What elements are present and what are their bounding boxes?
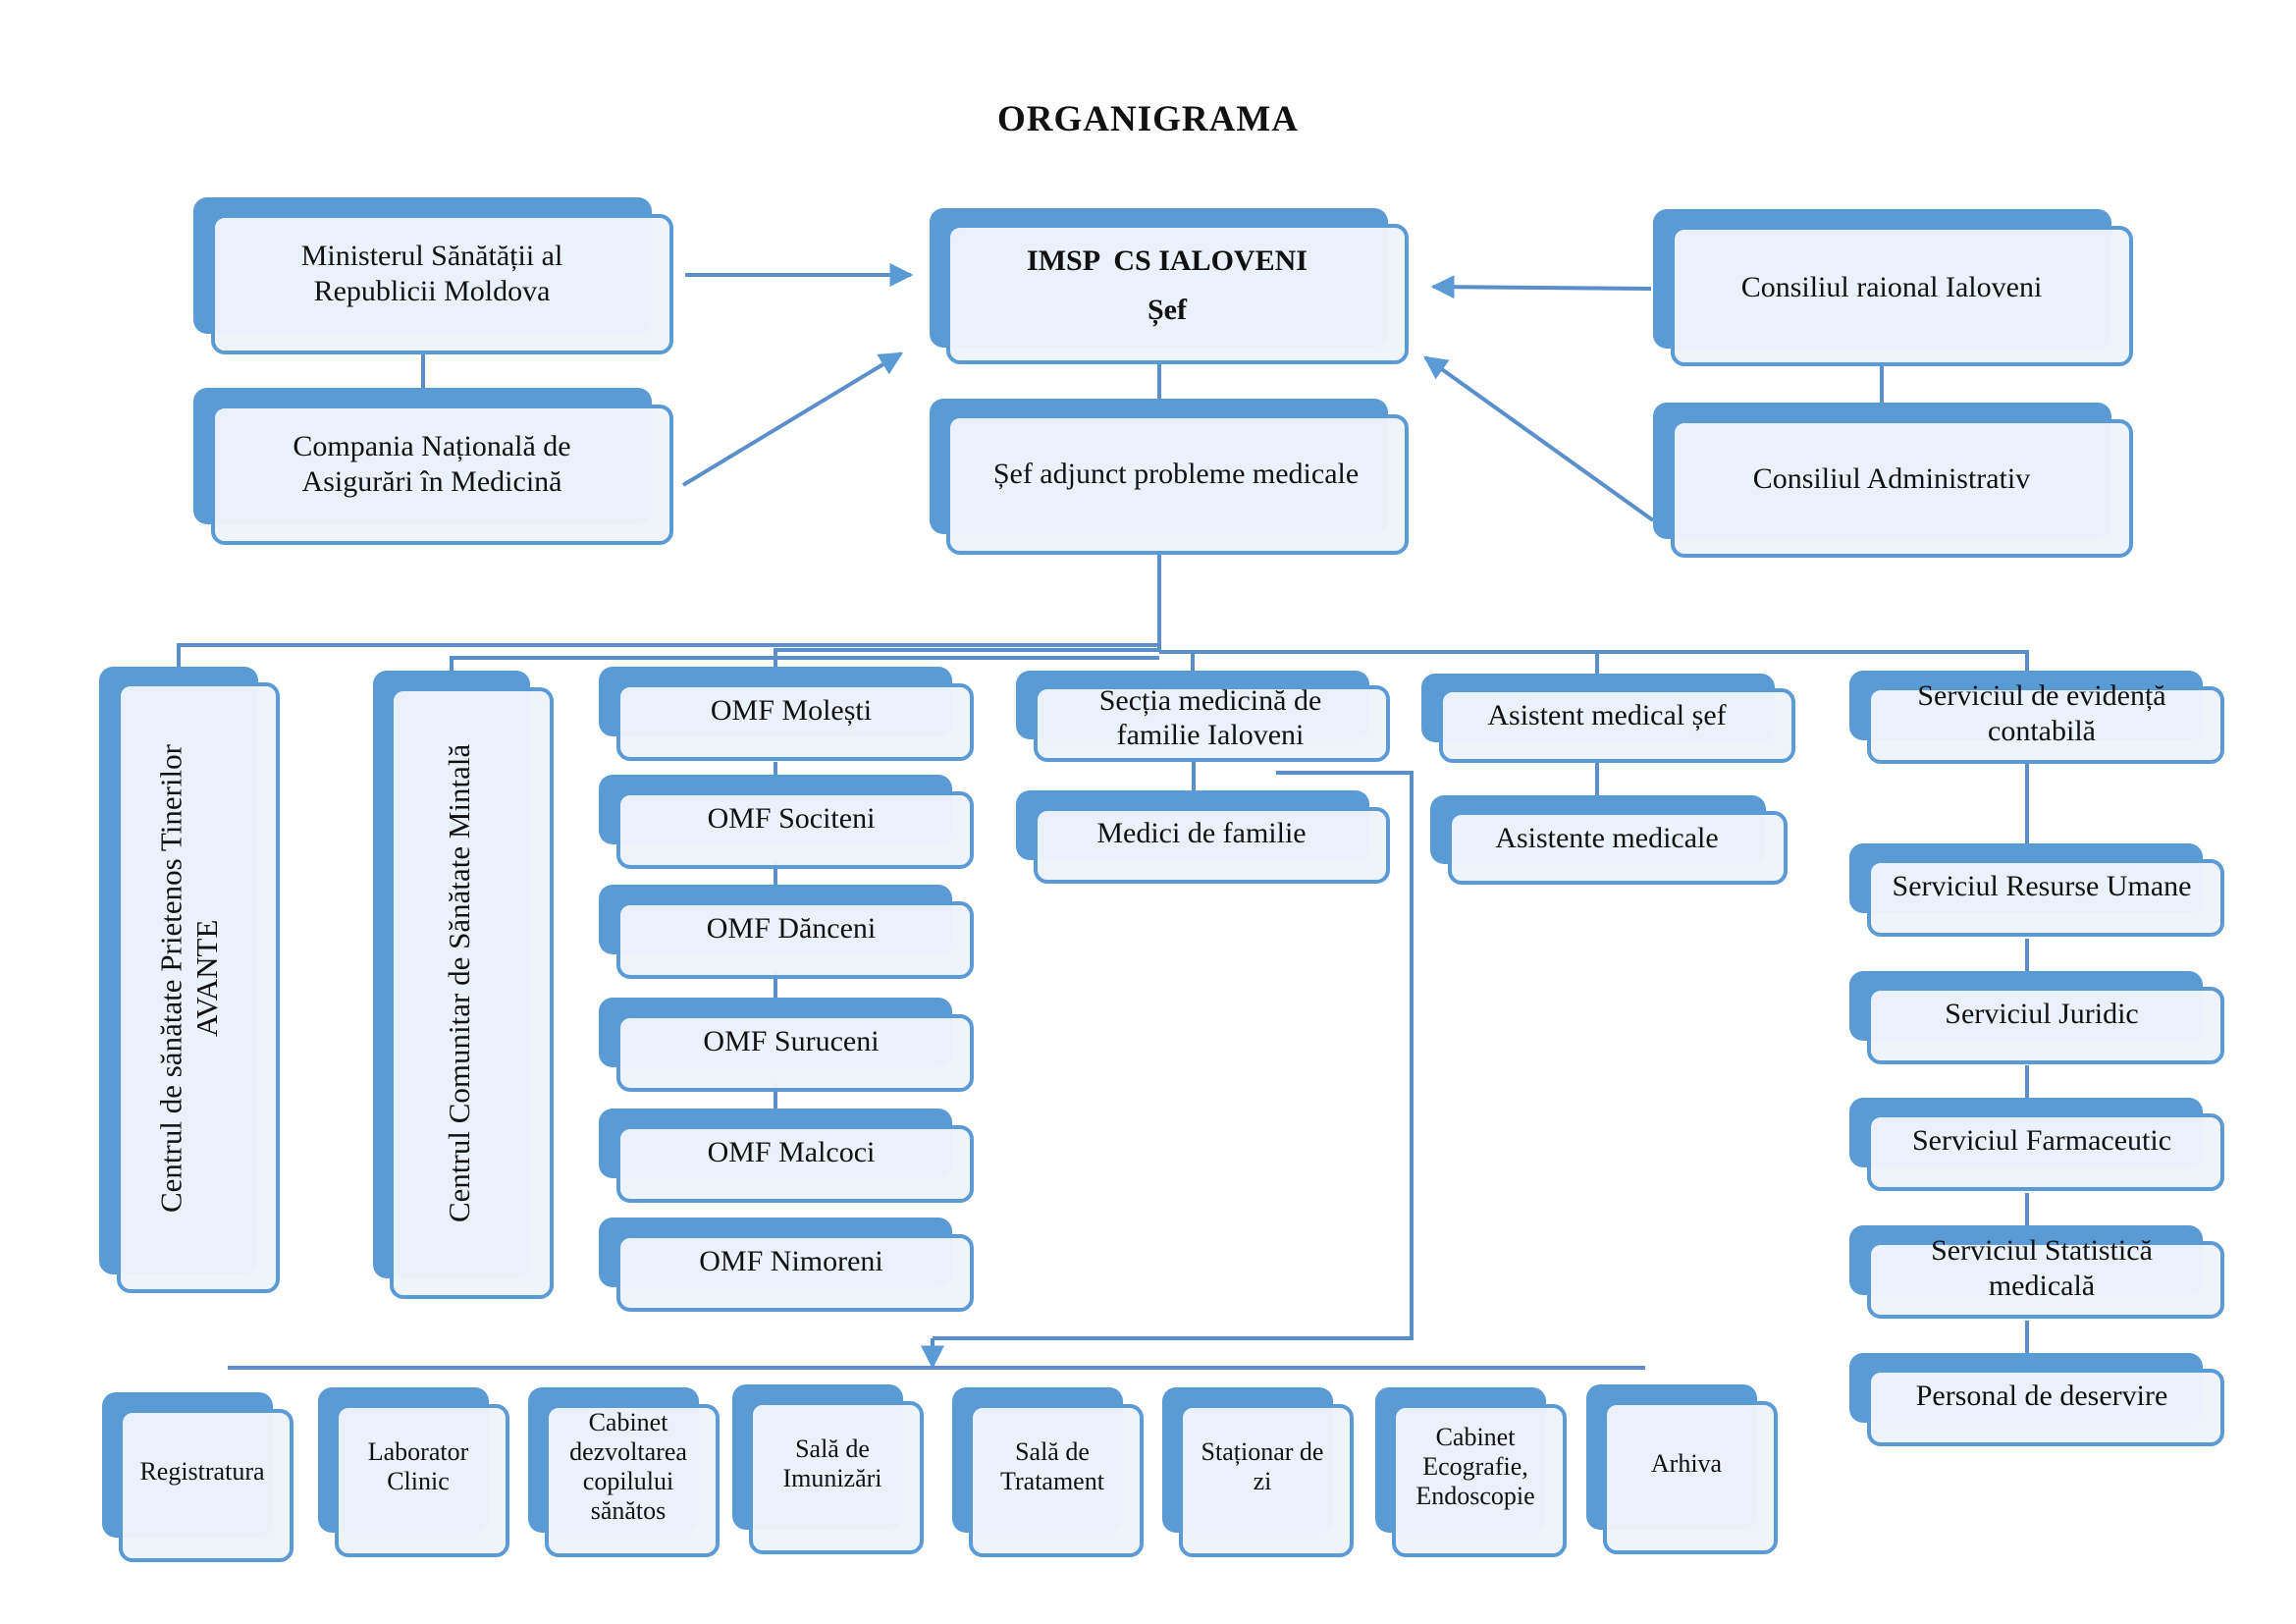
box-unit-sala-de-imunizari-label: Sală de Imunizări <box>782 1435 882 1492</box>
box-serviciul-de-evidenta-contabila-label: Serviciul de evidență contabilă <box>1917 679 2166 747</box>
box-medici: Medici de familie <box>1016 790 1390 884</box>
box-omf-nimoreni-label: OMF Nimoreni <box>699 1244 883 1277</box>
box-compania: Compania Națională de Asigurări în Medic… <box>193 388 673 545</box>
arrow-consiliul-raional-to-imsp <box>1430 275 1652 299</box>
imsp-title: IMSP CS IALOVENI <box>1027 244 1308 278</box>
asistent-sef-label: Asistent medical șef <box>1487 699 1727 732</box>
box-omf-suruceni: OMF Suruceni <box>599 998 974 1092</box>
box-unit-sala-de-tratament-label: Sală de Tratament <box>1000 1437 1104 1495</box>
line-sectia-to-units <box>933 771 1414 1340</box>
centru-mintala-label: Centrul Comunitar de Sănătate Mintală <box>442 743 477 1222</box>
box-personal-de-deservire-label: Personal de deservire <box>1915 1379 2168 1412</box>
box-omf-molesti-label: OMF Molești <box>710 693 873 727</box>
box-consiliul-raional: Consiliul raional Ialoveni <box>1653 209 2133 366</box>
box-sef-adjunct: Șef adjunct probleme medicale <box>930 399 1409 555</box>
box-unit-laborator-clinic: Laborator Clinic <box>318 1387 509 1557</box>
box-omf-danceni: OMF Dănceni <box>599 885 974 979</box>
box-omf-suruceni-label: OMF Suruceni <box>703 1024 880 1057</box>
box-omf-malcoci: OMF Malcoci <box>599 1109 974 1203</box>
bus-left-2 <box>450 656 1159 671</box>
arrow-compania-to-imsp <box>681 352 904 487</box>
page-title: ORGANIGRAMA <box>997 99 1299 139</box>
box-unit-stationar-de-zi: Staționar de zi <box>1162 1387 1354 1557</box>
bus-left-1 <box>177 643 1159 667</box>
box-omf-malcoci-label: OMF Malcoci <box>707 1135 876 1168</box>
box-serviciul-farmaceutic: Serviciul Farmaceutic <box>1849 1098 2224 1191</box>
box-imsp-sef: IMSP CS IALOVENI Șef <box>930 208 1409 364</box>
bus-omf <box>774 648 1159 667</box>
box-unit-registratura: Registratura <box>102 1392 294 1562</box>
box-unit-laborator-clinic-label: Laborator Clinic <box>367 1437 469 1495</box>
box-serviciul-resurse-umane-label: Serviciul Resurse Umane <box>1892 869 2192 902</box>
box-omf-nimoreni: OMF Nimoreni <box>599 1218 974 1312</box>
box-unit-arhiva-label: Arhiva <box>1650 1449 1723 1479</box>
box-serviciul-de-evidenta-contabila: Serviciul de evidență contabilă <box>1849 671 2224 764</box>
box-unit-cabinet-ecografie-endoscopie: Cabinet Ecografie, Endoscopie <box>1375 1387 1567 1557</box>
imsp-label: IMSP CS IALOVENI Șef <box>946 224 1388 347</box>
consiliul-raional-label: Consiliul raional Ialoveni <box>1740 270 2043 303</box>
box-centru-avante: Centrul de sănătate Prietenos Tinerilor … <box>99 667 280 1293</box>
box-serviciul-statistica-medicala-label: Serviciul Statistică medicală <box>1931 1234 2153 1302</box>
ministerul-label: Ministerul Sănătății al Republicii Moldo… <box>300 240 563 307</box>
imsp-role: Șef <box>1148 293 1187 326</box>
box-serviciul-juridic-label: Serviciul Juridic <box>1945 997 2139 1030</box>
box-unit-sala-de-tratament: Sală de Tratament <box>952 1387 1144 1557</box>
box-serviciul-farmaceutic-label: Serviciul Farmaceutic <box>1911 1123 2172 1157</box>
box-omf-sociteni: OMF Sociteni <box>599 775 974 869</box>
medici-label: Medici de familie <box>1096 817 1307 850</box>
box-serviciul-resurse-umane: Serviciul Resurse Umane <box>1849 843 2224 937</box>
box-centru-mintala: Centrul Comunitar de Sănătate Mintală <box>373 671 554 1299</box>
box-unit-stationar-de-zi-label: Staționar de zi <box>1201 1437 1324 1495</box>
compania-label: Compania Națională de Asigurări în Medic… <box>293 430 571 498</box>
box-ministerul: Ministerul Sănătății al Republicii Moldo… <box>193 197 673 354</box>
box-omf-molesti: OMF Molești <box>599 667 974 761</box>
box-consiliul-administrativ: Consiliul Administrativ <box>1653 403 2133 558</box>
box-serviciul-statistica-medicala: Serviciul Statistică medicală <box>1849 1225 2224 1319</box>
box-sectia: Secția medicină de familie Ialoveni <box>1016 671 1390 762</box>
box-unit-sala-de-imunizari: Sală de Imunizări <box>732 1384 924 1554</box>
consiliul-administrativ-label: Consiliul Administrativ <box>1752 462 2031 496</box>
box-unit-cabinet-dezvoltarea-copilului-sanatos: Cabinet dezvoltarea copilului sănătos <box>528 1387 720 1557</box>
box-omf-sociteni-label: OMF Sociteni <box>707 801 876 835</box>
centru-avante-label: Centrul de sănătate Prietenos Tinerilor … <box>153 744 224 1213</box>
box-unit-cabinet-dezvoltarea-copilului-sanatos-label: Cabinet dezvoltarea copilului sănătos <box>569 1408 687 1525</box>
box-omf-danceni-label: OMF Dănceni <box>706 911 877 945</box>
box-asistente: Asistente medicale <box>1430 795 1788 885</box>
asistente-label: Asistente medicale <box>1495 822 1719 855</box>
box-asistent-sef: Asistent medical șef <box>1421 674 1795 763</box>
box-unit-cabinet-ecografie-endoscopie-label: Cabinet Ecografie, Endoscopie <box>1415 1423 1535 1510</box>
box-unit-arhiva: Arhiva <box>1586 1384 1778 1554</box>
box-personal-de-deservire: Personal de deservire <box>1849 1353 2224 1446</box>
arrow-consiliul-administrativ-to-imsp <box>1423 355 1655 522</box>
sectia-label: Secția medicină de familie Ialoveni <box>1098 683 1322 751</box>
bus-right <box>1159 650 2029 674</box>
box-unit-registratura-label: Registratura <box>139 1457 265 1487</box>
box-serviciul-juridic: Serviciul Juridic <box>1849 971 2224 1064</box>
sef-adjunct-label: Șef adjunct probleme medicale <box>992 458 1360 491</box>
